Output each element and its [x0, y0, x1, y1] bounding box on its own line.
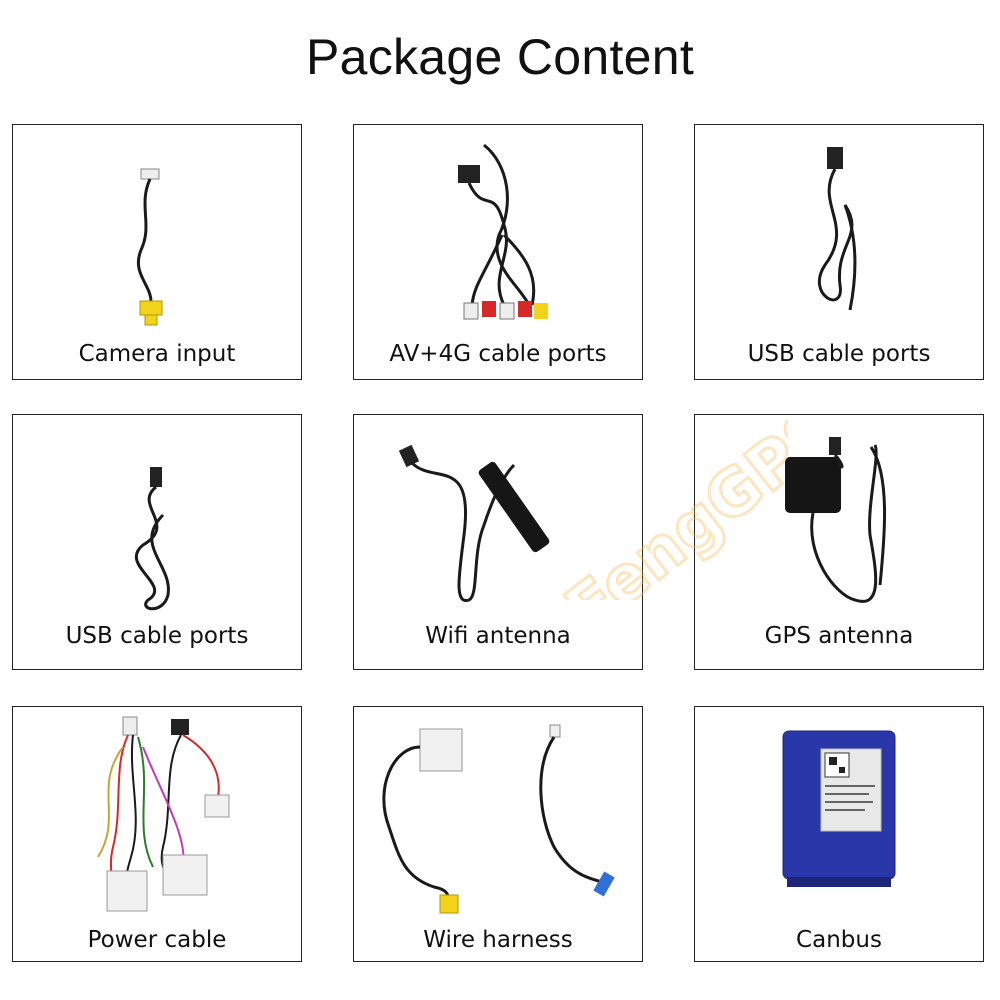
package-item-gps-antenna: GPS antenna — [694, 414, 984, 670]
wifi-antenna-icon — [398, 444, 550, 602]
camera-input-cable-icon — [136, 168, 163, 326]
item-label: GPS antenna — [764, 623, 914, 649]
item-label: Wire harness — [423, 927, 573, 953]
item-label: AV+4G cable ports — [389, 341, 607, 367]
package-item-usb-2: USB cable ports — [12, 414, 302, 670]
power-cable-icon — [97, 716, 230, 912]
package-item-av-4g: AV+4G cable ports — [353, 124, 643, 380]
package-item-camera-input: Camera input — [12, 124, 302, 380]
usb-cable-coiled-icon — [134, 467, 170, 611]
av-4g-cable-icon — [458, 143, 548, 320]
canbus-box-icon — [782, 730, 896, 887]
package-item-wifi-antenna: Wifi antenna — [353, 414, 643, 670]
package-item-canbus: Canbus — [694, 706, 984, 962]
package-item-power-cable: Power cable — [12, 706, 302, 962]
package-item-usb-1: USB cable ports — [694, 124, 984, 380]
item-label: Canbus — [796, 927, 882, 953]
package-item-wire-harness: Wire harness — [353, 706, 643, 962]
wire-harness-icon — [382, 724, 615, 914]
usb-cable-icon — [817, 147, 857, 311]
item-label: Camera input — [78, 341, 236, 367]
item-label: Power cable — [87, 927, 227, 953]
gps-antenna-icon — [785, 437, 887, 603]
page-title: Package Content — [305, 29, 695, 85]
item-label: USB cable ports — [65, 623, 249, 649]
item-label: USB cable ports — [747, 341, 931, 367]
item-label: Wifi antenna — [425, 623, 571, 649]
